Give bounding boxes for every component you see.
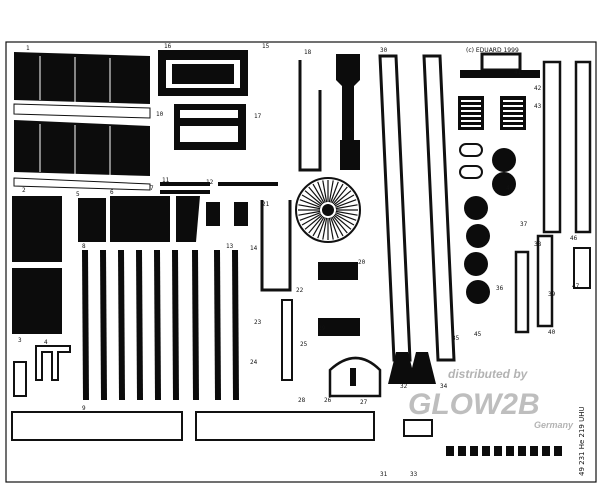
square-plate-2 bbox=[12, 268, 62, 334]
belt-strap bbox=[136, 250, 143, 400]
wheel-disc bbox=[464, 196, 488, 220]
belt-strap bbox=[232, 250, 239, 400]
part-number: 33 bbox=[410, 471, 418, 478]
part-number: 28 bbox=[298, 397, 306, 404]
part-number: 31 bbox=[380, 471, 388, 478]
part-number: 19 bbox=[346, 127, 354, 134]
part-number: 2 bbox=[22, 187, 26, 194]
long-strips-upper bbox=[160, 182, 278, 194]
wing-panel-top bbox=[13, 52, 151, 119]
louver-grilles bbox=[458, 96, 526, 130]
belt-strap bbox=[82, 250, 89, 400]
belt-strap bbox=[100, 250, 107, 400]
small-frames-top bbox=[460, 52, 540, 78]
part-number: 26 bbox=[324, 397, 332, 404]
part-number: 38 bbox=[534, 241, 542, 248]
part-number: 29 bbox=[318, 325, 326, 332]
wheel-discs bbox=[459, 143, 516, 304]
cockpit-plate bbox=[174, 104, 246, 150]
radial-engine-face bbox=[295, 177, 361, 243]
part-number: 6 bbox=[110, 189, 114, 196]
watermark-logo: GLOW2B bbox=[408, 388, 540, 421]
part-number: 18 bbox=[304, 49, 312, 56]
part-number: 21 bbox=[262, 201, 270, 208]
wheel-disc bbox=[464, 252, 488, 276]
part-number: 14 bbox=[250, 245, 258, 252]
part-number: 32 bbox=[400, 383, 408, 390]
bottom-comb bbox=[446, 446, 562, 456]
instrument-panel bbox=[158, 50, 248, 96]
part-number: 37 bbox=[520, 221, 528, 228]
part-number: 1 bbox=[26, 45, 30, 52]
part-number: 12 bbox=[206, 179, 214, 186]
wing-panel-bottom bbox=[13, 120, 151, 191]
right-lower-parts bbox=[514, 234, 591, 334]
watermark-line1: distributed by bbox=[448, 367, 529, 381]
part-number: 9 bbox=[82, 405, 86, 412]
part-number: 42 bbox=[534, 85, 542, 92]
part-number: 7 bbox=[150, 185, 154, 192]
part-number: 44 bbox=[506, 185, 514, 192]
copyright-label: (c) EDUARD 1999 bbox=[466, 47, 519, 54]
part-number: 43 bbox=[534, 103, 542, 110]
part-number: 45 bbox=[474, 331, 482, 338]
part-number: 3 bbox=[18, 337, 22, 344]
belt-strap bbox=[192, 250, 199, 400]
belt-strap bbox=[214, 250, 221, 400]
belt-strap bbox=[154, 250, 161, 400]
part-number: 20 bbox=[358, 259, 366, 266]
part-number: 27 bbox=[360, 399, 368, 406]
wheel-disc bbox=[466, 224, 490, 248]
long-rails bbox=[378, 54, 456, 362]
part-number: 47 bbox=[572, 283, 580, 290]
part-number: 23 bbox=[254, 319, 262, 326]
belt-strap bbox=[118, 250, 125, 400]
small-bracket bbox=[13, 345, 71, 397]
part-number: 39 bbox=[548, 291, 556, 298]
part-number: 24 bbox=[250, 359, 258, 366]
part-number: 8 bbox=[82, 243, 86, 250]
part-number: 41 bbox=[514, 69, 522, 76]
wheel-disc bbox=[466, 280, 490, 304]
part-number: 34 bbox=[440, 383, 448, 390]
wheel-disc bbox=[492, 172, 516, 196]
pedal-assembly bbox=[281, 262, 360, 381]
part-number: 15 bbox=[262, 43, 270, 50]
part-number: 4 bbox=[44, 339, 48, 346]
part-number: 40 bbox=[548, 329, 556, 336]
right-rails bbox=[542, 60, 592, 234]
wheel-disc bbox=[492, 148, 516, 172]
bottom-strips bbox=[11, 411, 375, 441]
part-number: 13 bbox=[226, 243, 234, 250]
part-number: 35 bbox=[452, 335, 460, 342]
control-column bbox=[336, 54, 360, 170]
watermark-line3: Germany bbox=[534, 420, 574, 430]
part-number: 17 bbox=[254, 113, 262, 120]
part-number: 5 bbox=[76, 191, 80, 198]
part-number: 16 bbox=[164, 43, 172, 50]
belt-strap bbox=[172, 250, 179, 400]
part-number: 22 bbox=[296, 287, 304, 294]
arch-plate bbox=[328, 356, 382, 398]
part-number: 36 bbox=[496, 285, 504, 292]
tube-loop bbox=[260, 60, 322, 292]
part-number: 46 bbox=[570, 235, 578, 242]
fret-frame bbox=[5, 41, 597, 483]
part-number: 30 bbox=[380, 47, 388, 54]
part-number: 10 bbox=[156, 111, 164, 118]
product-code-label: 49 231 He 219 UHU bbox=[578, 406, 586, 476]
seat-belt-straps bbox=[82, 250, 239, 400]
square-plate-1 bbox=[12, 196, 62, 262]
part-number: 11 bbox=[162, 177, 170, 184]
bottom-right-parts bbox=[388, 352, 436, 437]
seat-plates bbox=[78, 196, 248, 242]
part-number: 25 bbox=[300, 341, 308, 348]
